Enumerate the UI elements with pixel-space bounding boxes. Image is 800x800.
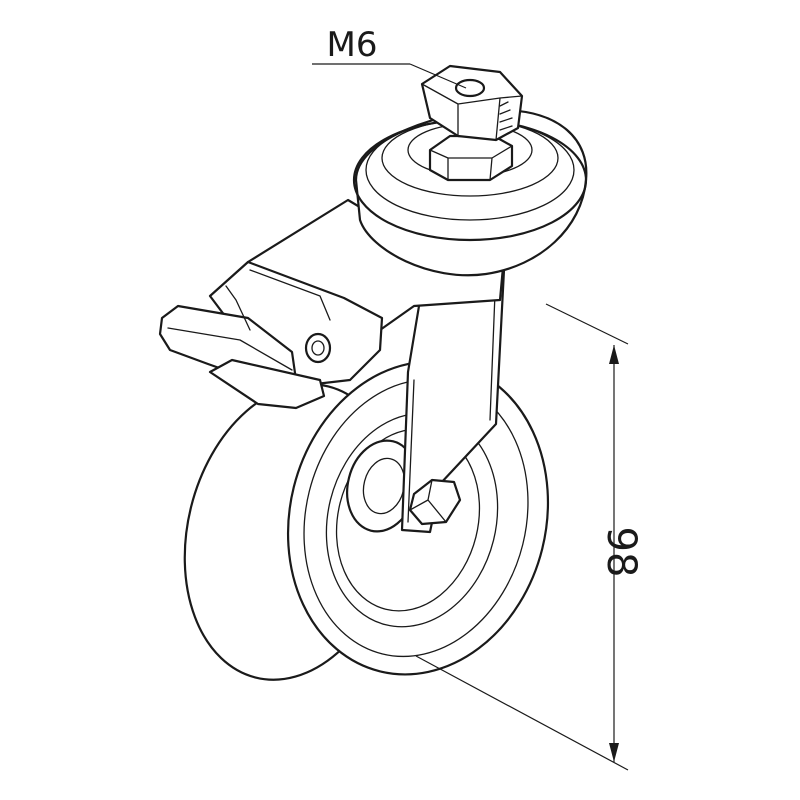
dimension-arrow-bottom xyxy=(609,743,619,762)
height-dimension: 98 xyxy=(415,303,644,771)
wheel xyxy=(183,360,550,681)
threaded-stem xyxy=(420,64,524,182)
brake-lower-tab xyxy=(208,358,326,410)
axle-nut-facets xyxy=(409,479,447,523)
thread-label: M6 xyxy=(327,25,378,65)
thread-hole xyxy=(454,78,486,98)
extension-line-top xyxy=(545,303,629,345)
thread-callout: M6 xyxy=(312,25,467,89)
brake-pivot xyxy=(304,332,332,364)
brake-pedal xyxy=(158,260,384,410)
height-label: 98 xyxy=(598,527,644,578)
axle-nut xyxy=(408,478,462,526)
axle-nut-hex xyxy=(408,478,462,526)
fork-leg-edge xyxy=(407,379,415,523)
t-slot-nut-facets xyxy=(421,83,523,141)
thread-leader-line xyxy=(409,63,467,89)
extension-line-bottom xyxy=(415,655,629,771)
brake-pivot-pin xyxy=(311,340,325,356)
thread-marks xyxy=(499,101,513,131)
lock-nut-facets xyxy=(429,145,513,181)
t-slot-nut xyxy=(420,64,524,142)
brake-pedal-edge xyxy=(167,327,293,371)
brake-body-edges xyxy=(225,269,331,331)
dimension-arrow-top xyxy=(609,345,619,364)
